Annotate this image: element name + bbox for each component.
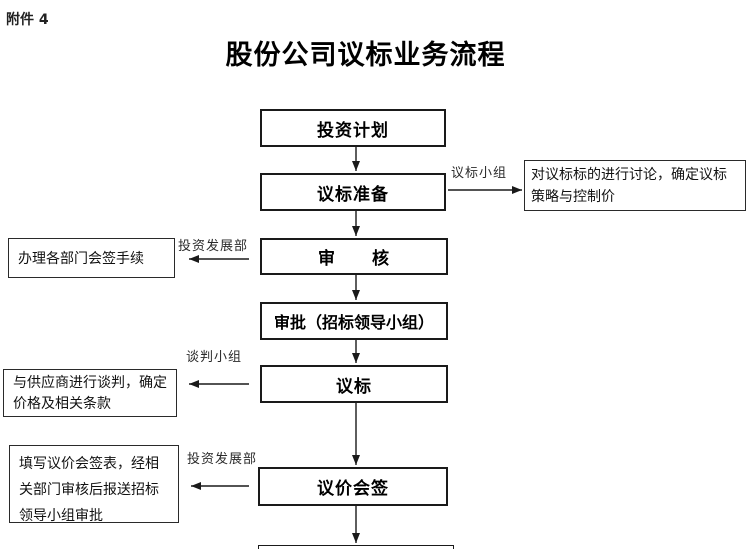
- flow-step-bidding: 议标: [260, 365, 448, 403]
- flow-step-investment-plan: 投资计划: [260, 109, 446, 147]
- page-title: 股份公司议标业务流程: [225, 40, 506, 71]
- flow-step-next-partial: [258, 545, 454, 549]
- flow-step-approval: 审批（招标领导小组）: [260, 302, 448, 340]
- flow-step-negotiation-prep: 议标准备: [260, 173, 446, 211]
- flow-step-price-countersign: 议价会签: [258, 467, 448, 506]
- arrow-label-investment-dev-dept-1: 投资发展部: [178, 239, 249, 254]
- annotation-box-countersign-form: 填写议价会签表，经相关部门审核后报送招标领导小组审批: [9, 445, 179, 524]
- annotation-box-discuss-strategy: 对议标标的进行讨论，确定议标策略与控制价: [524, 160, 746, 211]
- flow-step-review: 审 核: [260, 238, 448, 275]
- arrow-label-negotiation-team: 议标小组: [451, 166, 508, 181]
- annotation-box-countersign-procedures: 办理各部门会签手续: [8, 238, 175, 278]
- arrow-label-investment-dev-dept-2: 投资发展部: [187, 452, 258, 467]
- arrow-label-talks-team: 谈判小组: [186, 350, 243, 365]
- attachment-label: 附件 4: [6, 12, 49, 28]
- annotation-box-supplier-negotiation: 与供应商进行谈判，确定价格及相关条款: [3, 369, 177, 417]
